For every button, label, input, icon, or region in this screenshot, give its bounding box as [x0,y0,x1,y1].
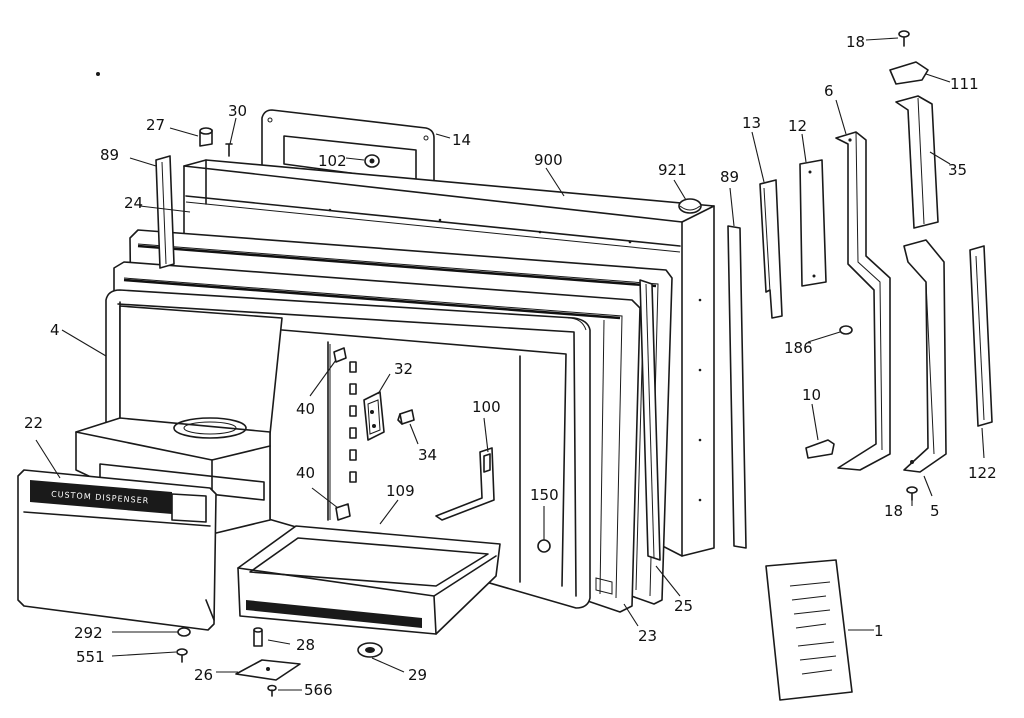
pin-28 [253,627,263,647]
screw-292 [177,627,191,637]
callout-18a: 18 [846,33,865,51]
bracket-111 [889,61,929,85]
callout-6: 6 [824,82,834,100]
plug-102 [364,154,380,168]
callout-29: 29 [408,666,427,684]
screw-30 [225,143,233,157]
callout-32: 32 [394,360,413,378]
callout-40b: 40 [296,464,315,482]
plug-150 [537,539,551,553]
bracket-32 [363,391,385,441]
callout-551: 551 [76,648,105,666]
callout-109: 109 [386,482,415,500]
crisper-pan-109 [237,525,501,635]
cover-35 [895,95,939,229]
callout-122: 122 [968,464,997,482]
clip-40-lower [335,503,351,521]
callout-18b: 18 [884,502,903,520]
plate-26 [235,659,301,681]
hinge-13 [759,179,783,319]
callout-292: 292 [74,624,103,642]
hinge-6 [835,131,891,471]
callout-150: 150 [530,486,559,504]
callout-10: 10 [802,386,821,404]
callout-34: 34 [418,446,437,464]
strip-89-right [727,225,747,549]
strip-25 [639,279,661,561]
callout-102: 102 [318,152,347,170]
callout-22: 22 [24,414,43,432]
callout-35: 35 [948,161,967,179]
literature-1 [765,559,853,701]
callout-89a: 89 [100,146,119,164]
grommet-29 [357,642,383,658]
callout-23: 23 [638,627,657,645]
bracket-100 [435,447,495,521]
callout-1: 1 [874,622,884,640]
screw-18-top [898,30,910,47]
stop-34 [397,409,415,425]
callout-27: 27 [146,116,165,134]
callout-28: 28 [296,636,315,654]
clip-40-upper [333,347,347,363]
leader-lines [35,37,985,691]
screw-551 [176,648,188,663]
screw-18-bottom [906,486,918,501]
callout-566: 566 [304,681,333,699]
callout-26: 26 [194,666,213,684]
bracket-12 [799,159,827,287]
callout-900: 900 [534,151,563,169]
screw-566 [267,684,277,697]
screw-186 [839,325,853,335]
callout-30: 30 [228,102,247,120]
callout-5: 5 [930,502,940,520]
callout-89b: 89 [720,168,739,186]
callout-186: 186 [784,339,813,357]
hinge-10 [805,439,835,459]
callout-40a: 40 [296,400,315,418]
stud-27 [199,127,213,147]
callout-25: 25 [674,597,693,615]
callout-labels: 18 111 6 35 13 12 27 30 14 102 900 921 8… [24,33,997,699]
callout-24: 24 [124,194,143,212]
callout-111: 111 [950,75,979,93]
hinge-5 [903,239,947,473]
food-liner-4 [105,289,591,609]
cap-921 [678,198,702,214]
callout-12: 12 [788,117,807,135]
callout-13: 13 [742,114,761,132]
handle-122 [969,245,993,427]
callout-4: 4 [50,321,60,339]
dispenser-cavity [75,417,271,535]
stray-mark [96,72,100,76]
callout-100: 100 [472,398,501,416]
callout-14: 14 [452,131,471,149]
strip-89-left [155,155,175,269]
dispenser-panel-22: CUSTOM DISPENSER [17,469,217,631]
callout-921: 921 [658,161,687,179]
